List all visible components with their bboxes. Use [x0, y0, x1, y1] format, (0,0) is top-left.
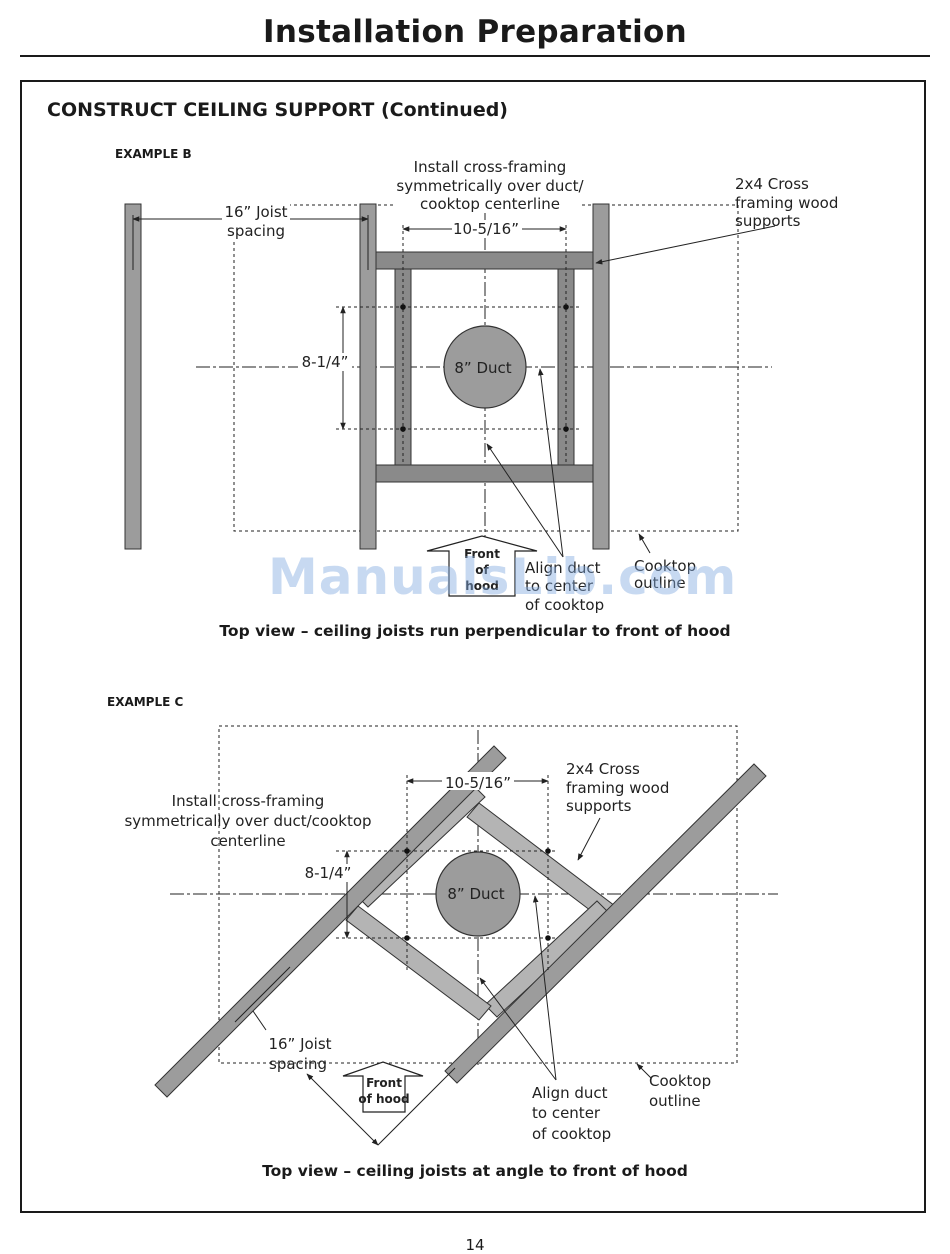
cooktop-outline-c — [218, 725, 738, 1064]
height-dimension-b: 8-1/4” — [302, 353, 349, 371]
cooktop-outline-b-line1: Cooktop — [634, 557, 696, 575]
cross-support-c-lower-left — [345, 905, 492, 1021]
front-of-hood-arrow-b — [426, 535, 538, 597]
joist-c-left — [154, 745, 507, 1098]
example-c-diagram: 8” Duct 10-5/16” 8-1/4” Install cross-fr… — [124, 725, 778, 1146]
install-note-b-line2: symmetrically over duct/ — [396, 177, 584, 195]
example-c-label: EXAMPLE C — [107, 695, 184, 709]
joist-c-right — [444, 763, 767, 1084]
align-note-c-line3: of cooktop — [532, 1125, 611, 1143]
align-note-b-line2: to center — [525, 577, 594, 595]
front-of-hood-c-line2: of hood — [358, 1092, 409, 1106]
joist-b-right — [592, 203, 610, 550]
install-note-c-line1: Install cross-framing — [172, 792, 325, 810]
joist-b-middle — [359, 203, 377, 550]
cooktop-outline-b-line2: outline — [634, 574, 686, 592]
install-note-b-line1: Install cross-framing — [414, 158, 567, 176]
content-frame — [20, 80, 926, 1213]
example-c-caption: Top view – ceiling joists at angle to fr… — [262, 1162, 688, 1180]
width-dimension-b: 10-5/16” — [453, 220, 519, 238]
page-title: Installation Preparation — [263, 14, 687, 50]
front-of-hood-b-line2: of — [475, 563, 489, 577]
joist-spacing-b-line2: spacing — [227, 222, 285, 240]
align-note-c-line2: to center — [532, 1104, 601, 1122]
duct-label-b: 8” Duct — [454, 359, 511, 377]
watermark: ManualsLib.com — [268, 548, 738, 606]
cooktop-outline-c-line2: outline — [649, 1092, 701, 1110]
cooktop-outline-c-line1: Cooktop — [649, 1072, 711, 1090]
install-note-c-line2: symmetrically over duct/cooktop — [124, 812, 371, 830]
front-of-hood-b-line3: hood — [465, 579, 499, 593]
example-b-diagram: 8” Duct 10-5/16” 8-1/4” 16” Joist spacin… — [124, 155, 838, 614]
supports-note-b-line2: framing wood — [735, 194, 838, 212]
front-of-hood-arrow-c — [342, 1061, 424, 1113]
joist-spacing-c-line2: spacing — [269, 1055, 327, 1073]
front-of-hood-b-line1: Front — [464, 547, 500, 561]
joist-spacing-b-line1: 16” Joist — [224, 203, 287, 221]
install-note-b-line3: cooktop centerline — [420, 195, 560, 213]
align-note-b-line1: Align duct — [525, 559, 601, 577]
height-dimension-c: 8-1/4” — [305, 864, 352, 882]
joist-b-left — [124, 203, 142, 550]
front-of-hood-c-line1: Front — [366, 1076, 402, 1090]
example-b-label: EXAMPLE B — [115, 147, 192, 161]
supports-note-c-line2: framing wood — [566, 779, 669, 797]
title-rule — [20, 55, 930, 57]
supports-note-b-line3: supports — [735, 212, 801, 230]
joist-spacing-c-line1: 16” Joist — [268, 1035, 331, 1053]
example-b-caption: Top view – ceiling joists run perpendicu… — [219, 622, 731, 640]
duct-label-c: 8” Duct — [447, 885, 504, 903]
install-note-c-line3: centerline — [210, 832, 285, 850]
cross-support-b-top — [375, 251, 594, 270]
supports-note-c-line3: supports — [566, 797, 632, 815]
align-note-c-line1: Align duct — [532, 1084, 608, 1102]
align-note-b-line3: of cooktop — [525, 596, 604, 614]
section-title: CONSTRUCT CEILING SUPPORT (Continued) — [47, 99, 508, 121]
page-number: 14 — [465, 1236, 485, 1254]
supports-note-b-line1: 2x4 Cross — [735, 175, 809, 193]
width-dimension-c: 10-5/16” — [445, 774, 511, 792]
cross-support-b-bottom — [375, 464, 594, 483]
supports-note-c-line1: 2x4 Cross — [566, 760, 640, 778]
